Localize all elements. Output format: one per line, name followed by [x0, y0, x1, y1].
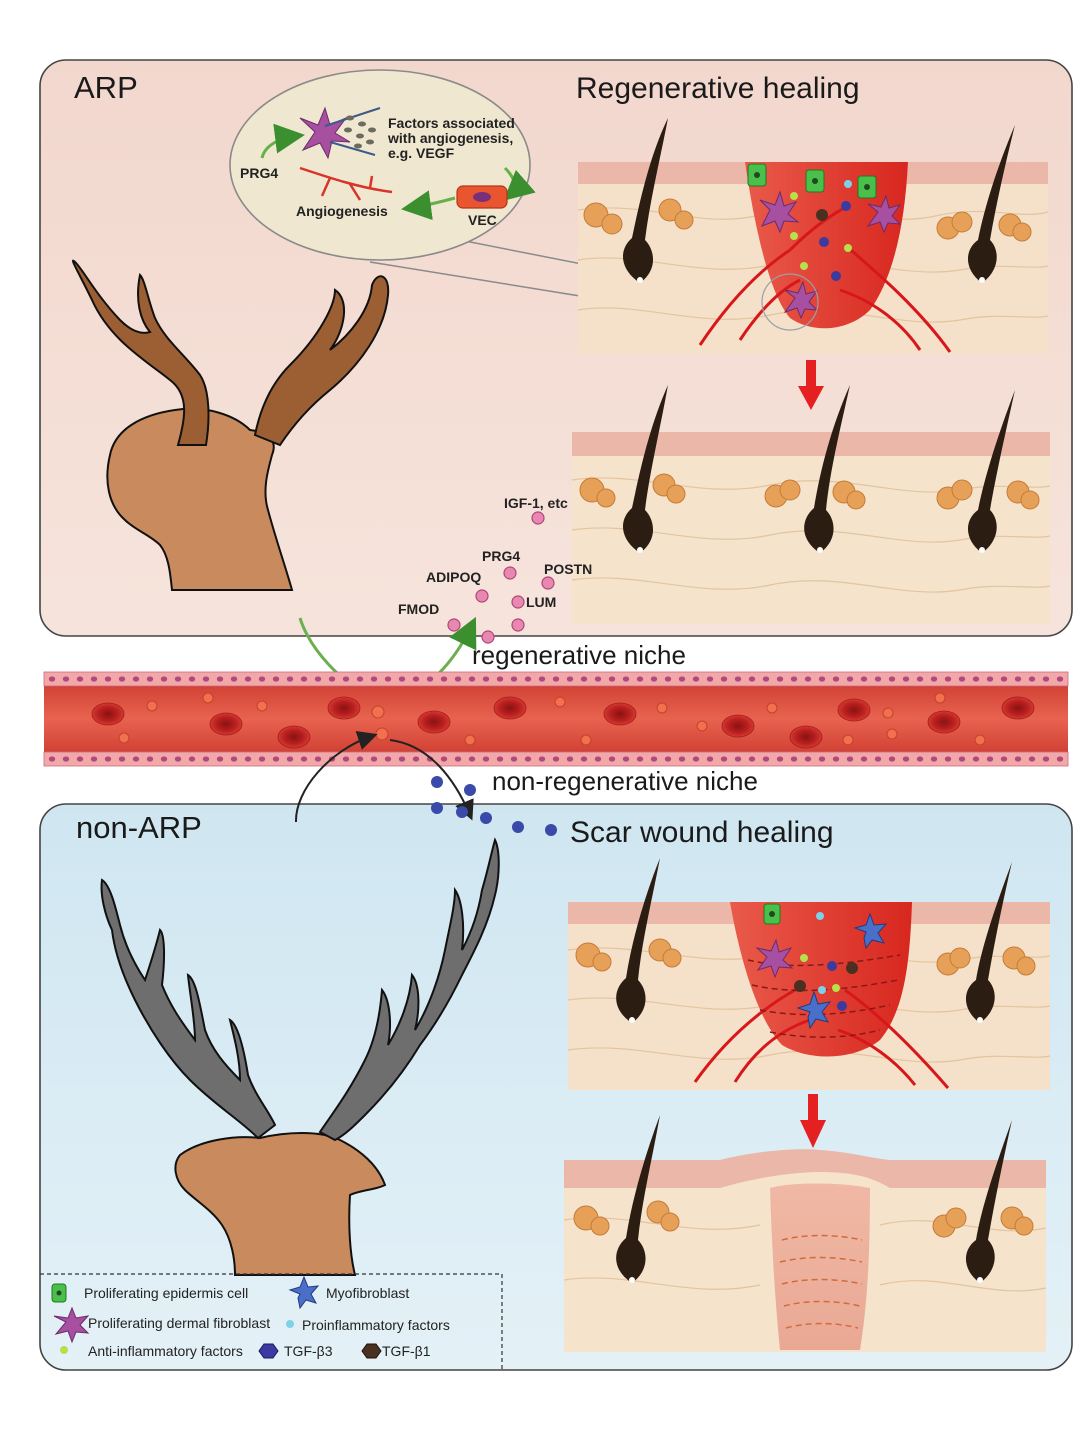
- arp-antler-left: [72, 259, 210, 446]
- inset-factors-line2: with angiogenesis,: [387, 130, 513, 146]
- non-regenerative-niche-label: non-regenerative niche: [492, 766, 758, 796]
- inset-prg4-label: PRG4: [240, 165, 278, 181]
- non-arp-antler-right: [318, 837, 500, 1142]
- inset-vec-label: VEC: [468, 212, 497, 228]
- inset-ellipse: [229, 69, 531, 261]
- hair-follicles-top: [622, 118, 1015, 283]
- inset-factors-line3: e.g. VEGF: [388, 145, 455, 161]
- red-arrow-bottom: [800, 1094, 826, 1148]
- legend-proinflammatory-label: Proinflammatory factors: [302, 1317, 450, 1333]
- legend-tgfb1-label: TGF-β1: [382, 1343, 431, 1359]
- black-arrow-out: [389, 739, 474, 821]
- skin-scar-wound: [567, 858, 1051, 1090]
- legend-myofibroblast-icon: [288, 1275, 320, 1310]
- inset-angiogenesis-label: Angiogenesis: [296, 203, 388, 219]
- factor-fmod-label: FMOD: [398, 601, 439, 617]
- regenerative-niche-label: regenerative niche: [472, 640, 686, 670]
- legend-anti-inflammatory-icon: [60, 1346, 68, 1354]
- arp-antler-right: [253, 275, 390, 447]
- non-arp-antler-left: [100, 878, 277, 1140]
- inset-factors-line1: Factors associated: [388, 115, 515, 131]
- factor-igf1-label: IGF-1, etc: [504, 495, 568, 511]
- angiogenesis-vessel-icon: [299, 166, 393, 201]
- regenerative-healing-title: Regenerative healing: [576, 72, 860, 105]
- factor-adipoq-label: ADIPOQ: [426, 569, 481, 585]
- factor-lum-label: LUM: [526, 594, 556, 610]
- non-arp-label: non-ARP: [76, 810, 202, 845]
- scar-wound-healing-title: Scar wound healing: [570, 816, 834, 849]
- legend: Proliferating epidermis cell Myofibrobla…: [40, 1273, 503, 1370]
- factor-igf1-dot: [531, 511, 545, 525]
- legend-myofibroblast-label: Myofibroblast: [326, 1285, 409, 1301]
- scar-tissue: [770, 1183, 870, 1350]
- legend-tgfb3-label: TGF-β3: [284, 1343, 333, 1359]
- legend-proinflammatory-icon: [286, 1320, 294, 1328]
- arp-deer: [72, 259, 390, 591]
- factor-postn-label: POSTN: [544, 561, 592, 577]
- red-arrow-top: [798, 360, 824, 410]
- legend-anti-inflammatory-label: Anti-inflammatory factors: [88, 1343, 243, 1359]
- hair-follicles-scar: [616, 858, 1012, 1023]
- legend-tgfb3-icon: [258, 1343, 279, 1359]
- legend-fibroblast-icon: [53, 1306, 90, 1344]
- hair-follicles-regenerated: [622, 385, 1015, 553]
- legend-fibroblast-label: Proliferating dermal fibroblast: [88, 1315, 270, 1331]
- non-arp-deer: [100, 837, 500, 1276]
- skin-scar: [563, 1115, 1047, 1352]
- skin-regenerative-wound: [577, 118, 1049, 354]
- angiogenic-factor-dots: [344, 115, 376, 149]
- legend-tgfb1-icon: [361, 1343, 382, 1359]
- non-arp-deer-head: [174, 1132, 387, 1276]
- regenerative-factors: IGF-1, etc PRG4 ADIPOQ POSTN LUM FMOD: [398, 495, 592, 644]
- legend-epidermis-label: Proliferating epidermis cell: [84, 1285, 248, 1301]
- hair-follicles-scar-healed: [616, 1115, 1012, 1283]
- fibroblast-icon: [299, 106, 351, 160]
- skin-regenerated: [571, 385, 1051, 624]
- factor-prg4-label: PRG4: [482, 548, 520, 564]
- blood-vessel: [43, 671, 1069, 767]
- arp-label: ARP: [74, 70, 138, 105]
- non-regenerative-factor-dots: [431, 776, 557, 836]
- black-arrow-in: [294, 730, 378, 823]
